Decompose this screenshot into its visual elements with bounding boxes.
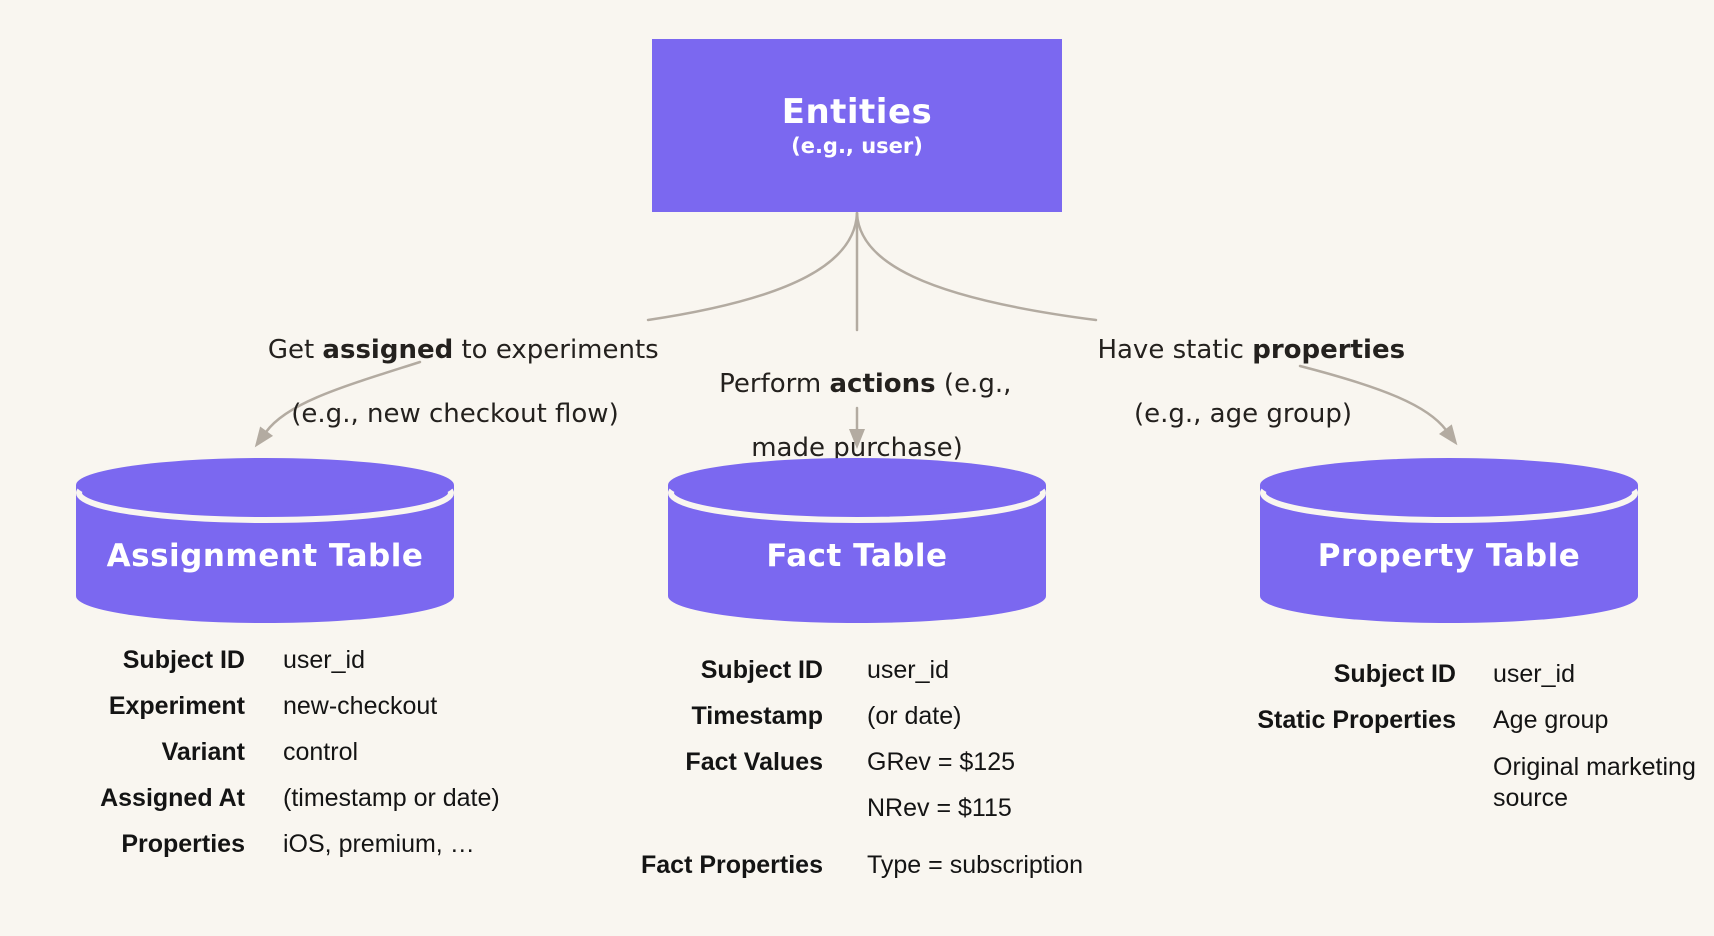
kv-label: Subject ID [1333,659,1456,688]
kv-label: Fact Values [685,747,823,776]
entities-title: Entities [781,91,933,132]
kv-label: Static Properties [1257,705,1456,734]
edge-label-actions-post: (e.g., [935,369,1012,399]
edge-label-assigned-post: to experiments [453,335,659,365]
property-table-title: Property Table [1317,538,1581,574]
edge-label-assigned: Get assigned to experiments (e.g., new c… [195,302,715,462]
kv-label: Assigned At [100,783,245,812]
database-cylinder-icon [76,458,454,623]
edge-label-actions-bold: actions [829,369,936,399]
kv-label: Properties [121,829,245,858]
edge-label-properties-pre: Have static [1097,335,1253,365]
kv-label: Timestamp [691,701,823,730]
entities-subtitle: (e.g., user) [791,133,923,158]
edge-label-properties: Have static properties (e.g., age group) [983,302,1503,462]
edge-label-assigned-bold: assigned [322,335,454,365]
kv-label [520,785,823,831]
kv-value: new-checkout [283,691,438,720]
kv-value: Type = subscription [867,850,1084,879]
edge-label-actions-line2: made purchase) [751,433,963,463]
kv-value: NRev = $115 [867,793,1012,822]
kv-value: control [283,737,359,766]
fact-table-fields: Subject ID user_id Timestamp (or date) F… [520,647,1083,888]
edge-label-properties-bold: properties [1252,335,1406,365]
database-cylinder-icon [1260,458,1638,623]
kv-label: Subject ID [122,645,245,674]
kv-value: Age group [1493,705,1609,734]
edge-label-assigned-line2: (e.g., new checkout flow) [291,399,619,429]
edge-label-assigned-pre: Get [267,335,323,365]
fact-table-title: Fact Table [766,538,948,574]
edge-label-actions-pre: Perform [719,369,830,399]
kv-label [1150,743,1456,814]
kv-label: Subject ID [700,655,823,684]
fact-table-node: Fact Table [667,420,1047,630]
kv-value: (or date) [867,701,962,730]
property-table-node: Property Table [1259,420,1639,630]
kv-value: user_id [867,655,949,684]
kv-label: Fact Properties [640,850,823,879]
kv-value: iOS, premium, … [283,829,475,858]
kv-value: user_id [1493,659,1575,688]
assignment-table-node: Assignment Table [75,420,455,630]
kv-label: Variant [161,737,245,766]
assignment-table-fields: Subject ID user_id Experiment new-checko… [40,637,500,867]
kv-value: Original marketing source [1493,753,1696,812]
property-table-fields: Subject ID user_id Static Properties Age… [1150,651,1714,814]
assignment-table-title: Assignment Table [106,538,424,574]
entities-node: Entities (e.g., user) [652,39,1062,212]
database-cylinder-icon [668,458,1046,623]
kv-value: GRev = $125 [867,747,1016,776]
kv-value: (timestamp or date) [283,783,500,812]
edge-label-actions: Perform actions (e.g., made purchase) [597,336,1117,496]
edge-label-properties-line2: (e.g., age group) [1133,399,1353,429]
kv-value: user_id [283,645,365,674]
kv-label: Experiment [108,691,245,720]
